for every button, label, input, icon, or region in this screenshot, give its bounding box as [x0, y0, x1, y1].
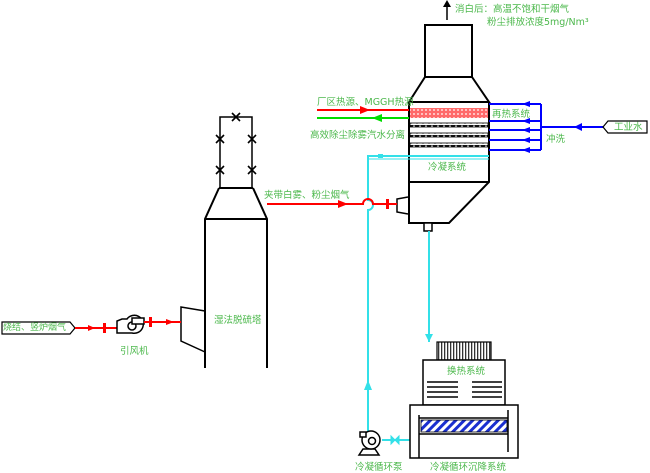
condensing-pump-label: 冷凝循环泵	[355, 462, 403, 473]
exhaust-label-line1: 消白后：高温不饱和干烟气	[455, 4, 570, 15]
settling-system-label: 冷凝循环沉降系统	[430, 462, 507, 473]
induced-fan-label: 引风机	[120, 346, 149, 357]
condensing-system-label: 冷凝系统	[428, 162, 467, 173]
industrial-water-tag	[602, 120, 648, 134]
demister-layers	[409, 122, 489, 148]
exhaust-arrow	[443, 0, 451, 20]
wet-fgd-tower	[180, 116, 268, 368]
reheat-layer	[410, 108, 488, 118]
demister-label: 高效除尘除雾汽水分离	[310, 130, 406, 141]
industrial-water-lines	[489, 103, 603, 151]
heat-exchanger-fins	[427, 381, 502, 398]
reheat-system-label: 再热系统	[492, 109, 531, 120]
condensing-tower	[396, 24, 491, 232]
heat-source-return-line	[317, 114, 409, 122]
heat-source-label: 厂区热源、MGGH热源	[317, 97, 414, 108]
flue-gas-mist-label: 夹带白雾、粉尘烟气	[264, 190, 350, 201]
settling-tank	[409, 404, 519, 459]
heat-exchanger-fan-grill	[436, 341, 492, 361]
exhaust-label-line2: 粉尘排放浓度5mg/Nm³	[487, 17, 589, 28]
water-arrows	[522, 101, 582, 153]
heat-exchange-system-label: 换热系统	[447, 366, 486, 377]
flue-gas-line-to-fan	[75, 323, 117, 333]
condensate-arrow-up	[364, 380, 372, 390]
condensate-arrow-down	[425, 334, 433, 342]
sinter-flue-gas-tag	[1, 321, 76, 335]
induced-fan-icon	[116, 314, 145, 335]
flue-gas-line-to-tower	[144, 317, 181, 327]
sinter-flue-gas-label: 烧结、竖炉烟气	[3, 323, 67, 333]
damper-icons	[215, 112, 257, 175]
wet-fgd-tower-label: 湿法脱硫塔	[214, 315, 262, 326]
condensate-valve	[390, 434, 400, 446]
flue-gas-line-to-condenser	[267, 198, 397, 209]
condensing-pump-icon	[357, 430, 381, 456]
industrial-water-label: 工业水	[614, 122, 643, 133]
flush-label: 冲洗	[546, 134, 566, 145]
heat-source-supply-line	[317, 106, 409, 114]
